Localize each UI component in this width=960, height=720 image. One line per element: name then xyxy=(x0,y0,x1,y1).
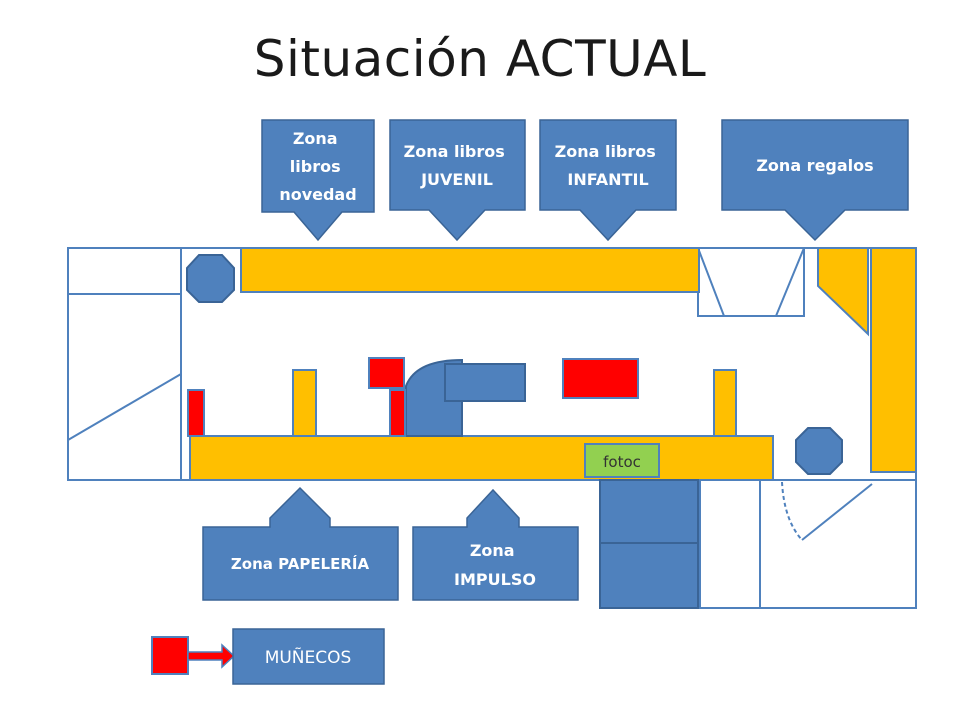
svg-text:Zona libros INFANTIL: Zona libros INFANTIL xyxy=(555,142,662,189)
legend-swatch-red xyxy=(151,636,189,675)
storage-block-top xyxy=(599,479,699,544)
callout-line: Zona xyxy=(470,541,515,560)
storage-block-bottom xyxy=(599,542,699,609)
counter-outline xyxy=(697,247,805,317)
callout-line: Zona PAPELERÍA xyxy=(231,554,370,573)
display-table xyxy=(444,363,526,402)
right-shelf xyxy=(870,247,917,473)
left-room-door xyxy=(67,373,182,441)
legend: MUÑECOS xyxy=(151,628,385,685)
callout-zona-libros-juvenil: Zona libros JUVENIL xyxy=(389,119,526,242)
svg-text:Zona libros JUVENIL: Zona libros JUVENIL xyxy=(404,142,511,189)
callout-line: Zona libros xyxy=(555,142,656,161)
post-shelf-1 xyxy=(292,369,317,437)
munecos-table xyxy=(562,358,639,399)
svg-text:Zona regalos: Zona regalos xyxy=(756,156,873,175)
corner-shelf xyxy=(817,247,869,337)
column-left xyxy=(186,254,235,303)
callout-line: IMPULSO xyxy=(454,570,536,589)
svg-text:Zona PAPELERÍA: Zona PAPELERÍA xyxy=(231,554,370,573)
page-title: Situación ACTUAL xyxy=(253,30,707,88)
munecos-box xyxy=(368,357,405,389)
callout-zona-libros-infantil: Zona libros INFANTIL xyxy=(539,119,677,242)
post-shelf-2 xyxy=(713,369,737,437)
munecos-left xyxy=(187,389,205,437)
munecos-post xyxy=(389,389,406,437)
back-room-door-arc xyxy=(781,481,803,541)
fotoc-label: fotoc xyxy=(603,453,641,471)
fotoc-box: fotoc xyxy=(584,443,660,478)
column-right xyxy=(795,427,843,475)
callout-zona-libros-novedad: Zona libros novedad xyxy=(261,119,375,242)
callout-zona-regalos: Zona regalos xyxy=(721,119,909,242)
callout-line: INFANTIL xyxy=(567,170,648,189)
svg-text:Zona libros noveda: Zona libros novedad xyxy=(279,129,356,204)
callout-line: novedad xyxy=(279,185,356,204)
callout-zona-impulso: Zona IMPULSO xyxy=(412,488,579,601)
callout-line: Zona xyxy=(293,129,338,148)
callout-line: Zona regalos xyxy=(756,156,873,175)
back-room-door xyxy=(801,483,873,541)
bottom-shelf xyxy=(189,435,774,481)
legend-label: MUÑECOS xyxy=(265,646,352,668)
left-room-outline xyxy=(67,247,182,481)
legend-box xyxy=(232,628,385,685)
callout-zona-papeleria: Zona PAPELERÍA xyxy=(202,486,399,601)
top-shelf xyxy=(240,247,700,293)
callout-line: Zona libros xyxy=(404,142,505,161)
legend-arrow-icon xyxy=(187,643,236,669)
callout-line: JUVENIL xyxy=(420,170,493,189)
svg-text:Zona IMPULSO: Zona IMPULSO xyxy=(454,541,536,589)
callout-line: libros xyxy=(290,157,341,176)
counter-trapezoid xyxy=(696,247,806,317)
